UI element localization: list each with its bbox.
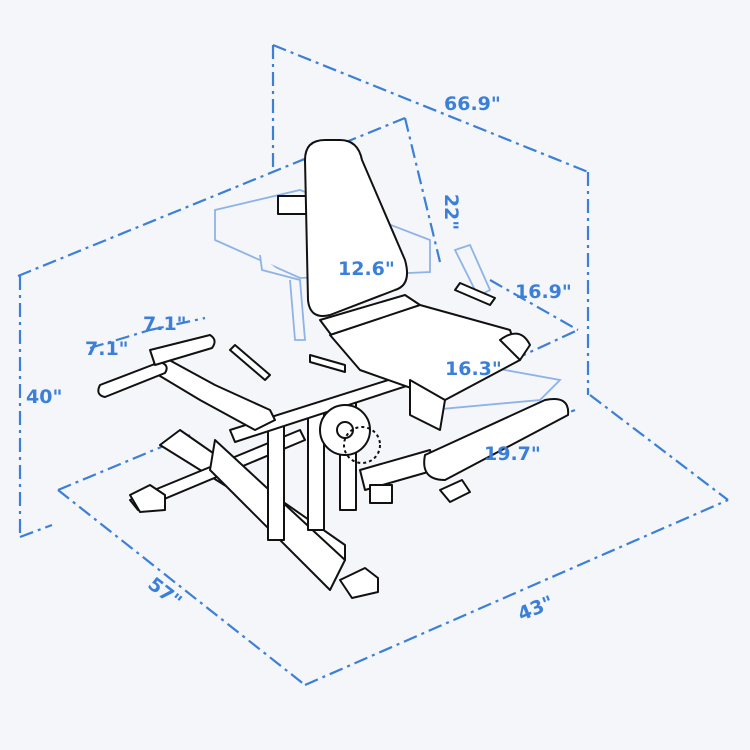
label-22: 22" [440,194,462,230]
dim-line-57 [57,489,306,686]
label-12-6: 12.6" [338,258,395,280]
dim-line-7-1b [149,316,206,332]
rear-handle [454,282,496,306]
label-43: 43" [515,592,557,626]
machine-drawing [97,139,570,599]
label-66-9: 66.9" [444,93,501,115]
label-57: 57" [144,573,186,613]
label-40: 40" [26,386,62,408]
label-16-3: 16.3" [445,358,502,380]
front-roller [423,398,570,481]
dim-line-16-9 [489,279,579,331]
arm-pad [149,334,216,366]
seat-bracket [277,195,309,215]
dim-line-66-9 [272,43,589,174]
label-7-1-b: 7.1" [143,313,187,335]
backrest [304,139,408,317]
label-19-7: 19.7" [484,443,541,465]
label-16-9: 16.9" [515,281,572,303]
dim-line-22 [403,117,442,263]
foot [439,479,471,503]
dim-line-7-1a [89,328,151,350]
dim-line-top [17,116,406,278]
foot [339,567,379,599]
label-7-1-a: 7.1" [85,338,129,360]
dim-line-43 [304,498,729,687]
foot [129,484,166,513]
arm-pad [97,361,168,398]
